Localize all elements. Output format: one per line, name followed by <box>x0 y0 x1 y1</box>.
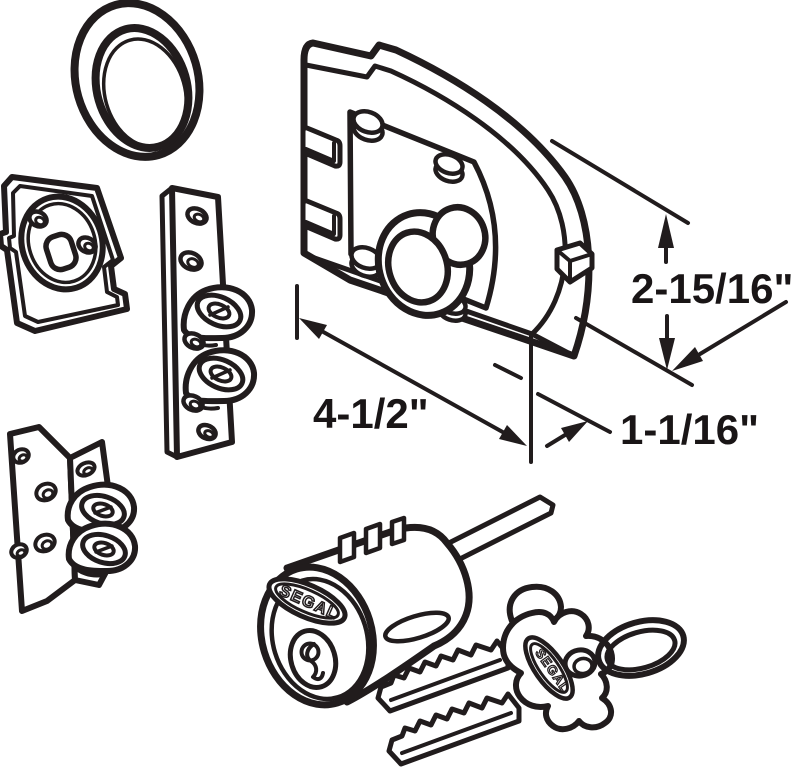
dim-width-label: 4-1/2" <box>313 390 429 437</box>
screw-hole <box>185 206 209 226</box>
dimension-depth: 1-1/16" <box>493 300 788 453</box>
angle-bracket-strike <box>7 424 139 614</box>
arrow-up-left-icon <box>299 318 327 339</box>
dimension-width: 4-1/2" <box>295 284 533 464</box>
screw-hole <box>27 209 49 229</box>
keyhole-icon <box>287 628 339 690</box>
screw-hole <box>181 393 205 413</box>
screw-hole <box>11 447 31 465</box>
keeper-loop <box>182 347 257 411</box>
lock-front-face-edge <box>303 62 568 337</box>
screw-hole <box>76 235 98 255</box>
keeper-loop <box>64 481 138 539</box>
screw-hole <box>182 331 206 351</box>
edge-bolt-tab <box>554 240 595 285</box>
lock-cylinder: SEGAL <box>257 494 556 709</box>
thumb-turn <box>374 204 489 319</box>
key-ring <box>595 617 687 679</box>
strike-plate <box>159 185 257 460</box>
arrow-down-left-icon <box>672 347 703 371</box>
keeper-loop <box>65 520 139 578</box>
extension-line <box>536 392 612 434</box>
trim-collar-ring <box>70 0 204 161</box>
screw-hole <box>9 542 29 560</box>
mounting-back-plate <box>0 174 130 334</box>
segal-badge: SEGAL <box>266 576 348 626</box>
extension-line <box>550 139 690 225</box>
dimension-line <box>316 327 510 437</box>
screw-boss <box>351 109 385 143</box>
lock-body <box>300 39 595 360</box>
dimension-height: 2-15/16" <box>550 139 793 387</box>
screw-hole <box>34 481 58 503</box>
lock-face-plate <box>347 109 499 311</box>
screw-hole <box>33 532 57 554</box>
key-blade <box>386 691 522 767</box>
screw-hole <box>75 460 97 478</box>
screw-hole <box>178 250 204 272</box>
screw-hole <box>196 422 218 442</box>
screw-boss <box>433 152 465 184</box>
edge-slot <box>300 125 343 169</box>
cylinder-side-groove <box>383 610 451 644</box>
edge-slot <box>300 198 343 242</box>
keys-with-ring: SEGAL <box>375 583 687 767</box>
dim-depth-label: 1-1/16" <box>620 406 759 453</box>
arrow-down-right-icon <box>499 425 527 446</box>
arrow-up-icon <box>658 214 674 248</box>
dim-height-label: 2-15/16" <box>631 265 793 312</box>
keeper-loop <box>180 284 255 348</box>
cylinder-top-tabs <box>337 515 407 565</box>
arrow-down-icon <box>659 338 675 370</box>
extension-line <box>493 363 523 380</box>
arrow-up-right-icon <box>561 421 588 442</box>
spindle-hole <box>43 231 79 273</box>
extension-line <box>574 316 694 387</box>
